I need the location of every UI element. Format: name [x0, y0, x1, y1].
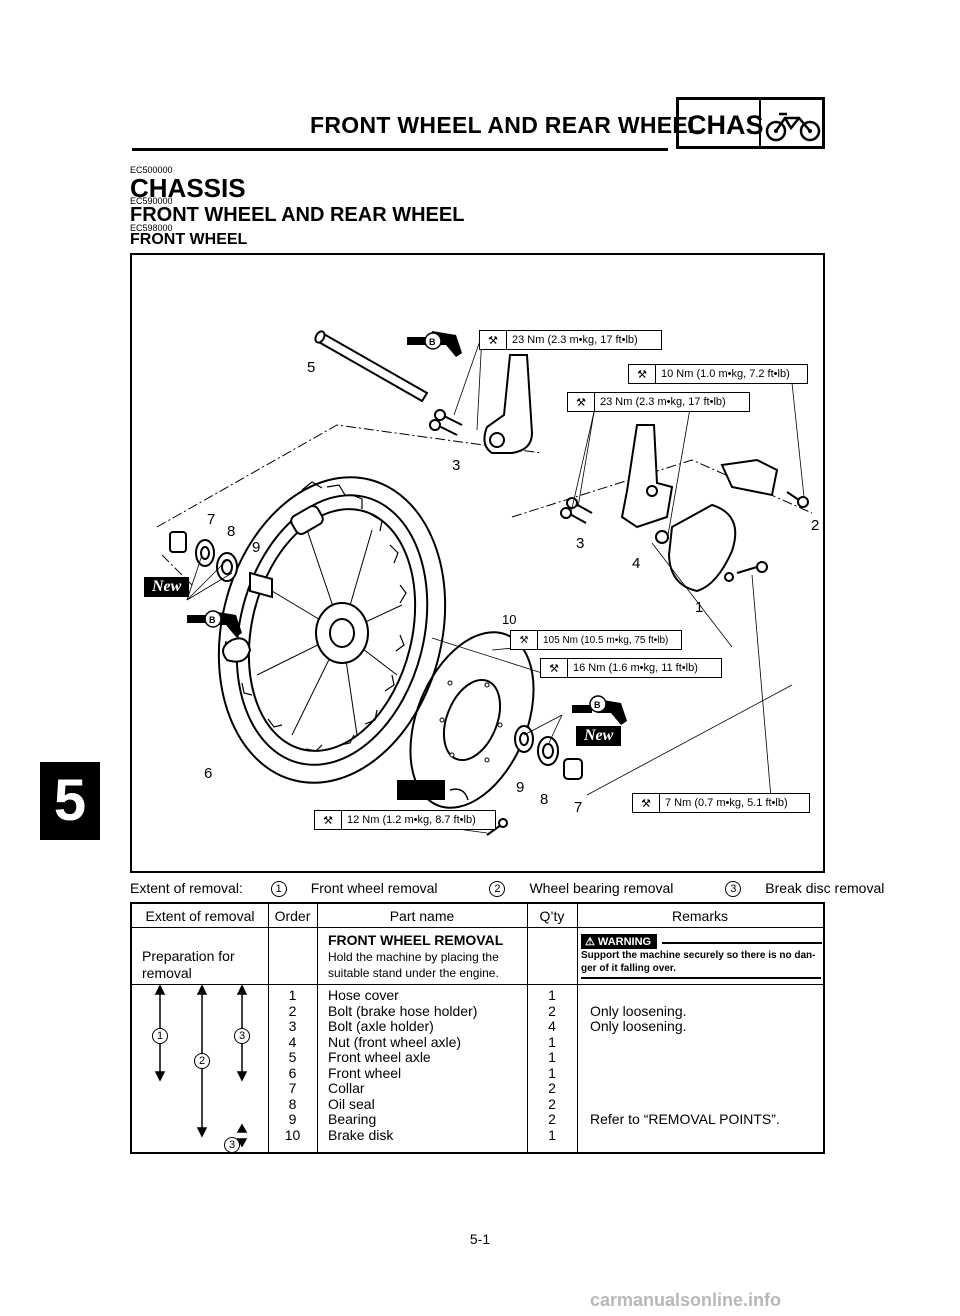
torque-spec: ⚒16 Nm (1.6 m•kg, 11 ft•lb)	[540, 658, 722, 678]
wrench-icon: ⚒	[315, 811, 342, 829]
exploded-diagram: B B B ⚒23 Nm (2.3 m•kg	[130, 253, 825, 873]
section-code: EC500000	[130, 165, 173, 175]
part-label: 10	[502, 612, 517, 627]
part-label: 8	[540, 791, 549, 808]
section-code: EC598000	[130, 223, 173, 233]
removal-table: Extent of removal Order Part name Q’ty R…	[130, 902, 825, 1154]
table-header: Remarks	[671, 908, 728, 924]
grease-b-mark: B	[594, 700, 601, 710]
warning-text: ger of it falling over.	[581, 963, 677, 974]
grease-b-mark: B	[209, 615, 216, 625]
part-label: 2	[811, 517, 820, 534]
prep-extent: Preparation for removal	[142, 948, 235, 981]
part-label: 3	[452, 457, 461, 474]
wrench-icon: ⚒	[480, 331, 507, 349]
grease-b-mark: B	[429, 337, 436, 347]
page-number: 5-1	[469, 1231, 491, 1247]
table-header: Q’ty	[539, 908, 565, 924]
part-label: 7	[574, 799, 583, 816]
torque-spec: ⚒105 Nm (10.5 m•kg, 75 ft•lb)	[510, 630, 682, 650]
part-label: 4	[632, 555, 641, 572]
part-label: 7	[207, 511, 216, 528]
extent-marker: 3	[224, 1137, 240, 1153]
remarks-column: Only loosening.Only loosening.Refer to “…	[590, 1002, 780, 1127]
wrench-icon: ⚒	[568, 393, 595, 411]
part-label: 5	[307, 359, 316, 376]
part-label: 8	[227, 523, 236, 540]
motorcycle-icon	[765, 112, 821, 142]
part-label: 3	[576, 535, 585, 552]
section-tab: 5	[40, 762, 100, 840]
prep-title: FRONT WHEEL REMOVAL	[328, 932, 504, 948]
warning-text: Support the machine securely so there is…	[581, 950, 816, 961]
extent-marker: 1	[152, 1028, 168, 1044]
watermark: carmanualsonline.info	[590, 1290, 782, 1310]
torque-spec: ⚒7 Nm (0.7 m•kg, 5.1 ft•lb)	[632, 793, 810, 813]
section-heading: FRONT WHEEL AND REAR WHEEL	[130, 204, 465, 226]
prep-desc: suitable stand under the engine.	[328, 966, 499, 980]
extent-marker: 2	[194, 1053, 210, 1069]
prep-desc: Hold the machine by placing the	[328, 950, 499, 964]
torque-spec: ⚒12 Nm (1.2 m•kg, 8.7 ft•lb)	[314, 810, 496, 830]
section-badge-label: CHAS	[687, 110, 764, 140]
table-header: Part name	[389, 908, 455, 924]
wrench-icon: ⚒	[511, 631, 538, 649]
part-label: 1	[695, 599, 704, 616]
header-title: FRONT WHEEL AND REAR WHEEL	[310, 112, 703, 138]
chapter-heading: CHASSIS	[130, 173, 246, 203]
torque-spec: ⚒10 Nm (1.0 m•kg, 7.2 ft•lb)	[628, 364, 808, 384]
header-rule	[132, 148, 668, 151]
extent-marker: 3	[234, 1028, 250, 1044]
section-badge: CHAS	[676, 97, 825, 149]
section-code: EC590000	[130, 196, 173, 206]
table-header: Extent of removal	[145, 908, 255, 924]
extent-arrows	[154, 984, 248, 1148]
warning-badge: ⚠ WARNING	[581, 934, 658, 949]
part-label: 9	[516, 779, 525, 796]
wrench-icon: ⚒	[629, 365, 656, 383]
torque-spec: ⚒23 Nm (2.3 m•kg, 17 ft•lb)	[567, 392, 750, 412]
wrench-icon: ⚒	[633, 794, 660, 812]
new-part-tag: New	[144, 577, 190, 597]
part-label: 6	[204, 765, 213, 782]
table-header: Order	[274, 908, 311, 924]
subsection-heading: FRONT WHEEL	[130, 231, 248, 248]
wrench-icon: ⚒	[541, 659, 568, 677]
extent-label: Extent of removal:	[130, 880, 243, 896]
new-part-tag: New	[576, 726, 622, 746]
wheel-illustration: B B B	[156, 330, 813, 836]
part-label: 9	[252, 539, 261, 556]
torque-spec: ⚒23 Nm (2.3 m•kg, 17 ft•lb)	[479, 330, 662, 350]
